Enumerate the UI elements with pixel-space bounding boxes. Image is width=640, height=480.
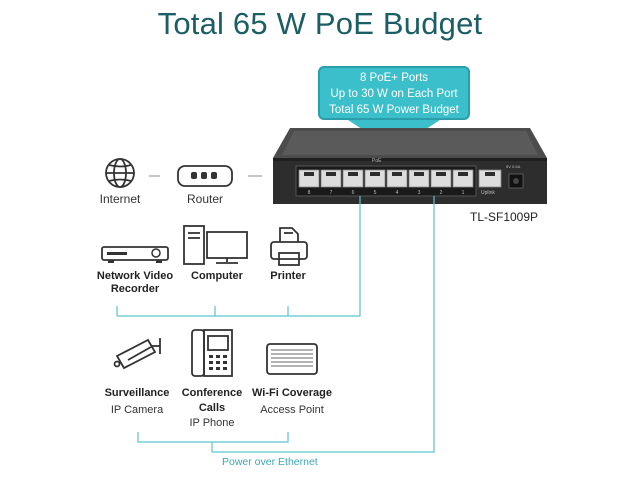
port-number: 4 xyxy=(395,190,399,196)
port-number: 2 xyxy=(439,190,443,196)
port-number: 7 xyxy=(329,190,333,196)
ip-camera-icon xyxy=(113,338,161,370)
callout-line-1: 8 PoE+ Ports xyxy=(359,72,429,84)
poe-label: Power over Ethernet xyxy=(222,456,318,468)
port-number: 6 xyxy=(351,190,355,196)
poe-connection-lines xyxy=(116,196,435,453)
access-point-label: Wi-Fi Coverage Access Point xyxy=(252,387,332,416)
switch-top-label: PoE xyxy=(372,158,382,164)
nvr-icon xyxy=(101,246,169,263)
port-number: 3 xyxy=(417,190,421,196)
ip-phone-icon xyxy=(191,329,233,377)
callout-line-3: Total 65 W Power Budget xyxy=(329,104,459,116)
callout-line-2: Up to 30 W on Each Port xyxy=(330,88,458,100)
page-title: Total 65 W PoE Budget xyxy=(157,6,483,41)
ip-phone-label: Conference Calls IP Phone xyxy=(181,387,243,429)
poe-callout: 8 PoE+ Ports Up to 30 W on Each Port Tot… xyxy=(318,66,470,120)
nvr-label: Network Video Recorder xyxy=(96,270,174,295)
port-number: 5 xyxy=(373,190,377,196)
computer-label: Computer xyxy=(191,270,243,282)
switch-device xyxy=(273,128,547,204)
port-number-row: 8 7 6 5 4 3 2 1 xyxy=(298,190,474,196)
router-label: Router xyxy=(186,192,224,206)
printer-icon xyxy=(270,227,308,266)
uplink-port xyxy=(478,169,502,188)
switch-model-label: TL-SF1009P xyxy=(470,210,539,224)
internet-label: Internet xyxy=(99,192,141,206)
uplink-label: Uplink xyxy=(481,190,495,196)
printer-label: Printer xyxy=(270,270,306,282)
port-number: 8 xyxy=(307,190,311,196)
access-point-icon xyxy=(266,343,318,375)
power-label: 5V 0.6A xyxy=(506,164,521,169)
computer-icon xyxy=(183,225,248,265)
ip-camera-label: Surveillance IP Camera xyxy=(104,387,170,416)
router-icon xyxy=(177,165,233,187)
port-number: 1 xyxy=(461,190,465,196)
